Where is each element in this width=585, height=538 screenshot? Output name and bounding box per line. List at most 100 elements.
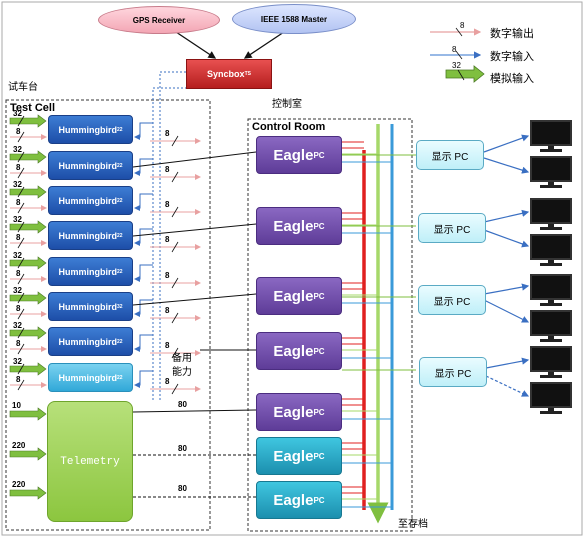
hummingbird-sup: 2 [116,126,120,133]
legend-digital-in: 数字输入 [490,51,534,63]
test-cell-box [5,99,211,531]
bus-width-slash [17,115,25,127]
telemetry-input-arrow [9,486,47,500]
hummingbird-sub: 2 [119,374,123,381]
display-pc: 显示 PC [419,357,487,387]
bus-width-slash [17,292,25,304]
eagle-sup: PC [313,150,325,160]
monitor-icon [530,310,572,342]
bus-width-slash [17,273,25,285]
output-count: 8 [165,165,170,174]
eagle-sup: PC [313,346,325,356]
output-count: 8 [165,235,170,244]
digital-count: 8 [16,127,21,136]
legend-num-digital-in: 8 [452,45,457,54]
output-count: 8 [165,341,170,350]
eagle-name: Eagle [273,342,314,360]
monitor-icon [530,382,572,414]
telemetry-link-count: 80 [178,484,187,493]
bus-width-slash [171,277,179,289]
synchbox-label: Syncbox [207,69,245,79]
digital-count: 8 [16,163,21,172]
analog-count: 32 [13,109,22,118]
gps-receiver: GPS Receiver [98,6,220,34]
bus-width-slash [17,308,25,320]
bus-width-slash [17,363,25,375]
output-count: 8 [165,271,170,280]
hummingbird-sub: 2 [119,232,123,239]
control-room-label: Control Room [252,121,326,133]
bus-width-slash [17,151,25,163]
monitor-icon [530,156,572,188]
display-pc-label: 显示 PC [433,224,471,236]
bus-width-slash [171,383,179,395]
digital-input-feedback [134,370,153,388]
eagle-name: Eagle [273,217,314,235]
eagle-name: Eagle [273,146,314,164]
bus-width-slash [171,241,179,253]
gps-receiver-label: GPS Receiver [132,15,186,25]
synchbox-sup: TS [244,71,251,77]
hummingbird-sub: 2 [119,197,123,204]
bus-width-slash [171,135,179,147]
eagle-sup: PC [313,407,325,417]
telemetry-input-count: 10 [12,401,21,410]
control-room-cn-label: 控制室 [272,99,302,110]
telemetry-input-count: 220 [12,441,26,450]
hummingbird-sup: 2 [116,374,120,381]
hummingbird-sub: 2 [119,338,123,345]
display-pc-label: 显示 PC [431,151,469,163]
digital-count: 8 [16,233,21,242]
eagle-sup: PC [313,495,325,505]
display-pc-label: 显示 PC [434,368,472,380]
eagle-name: Eagle [273,491,314,509]
test-area-label: 试车台 [8,82,38,93]
bus-width-slash [17,343,25,355]
display-pc: 显示 PC [418,285,486,315]
digital-count: 8 [16,269,21,278]
archive-label: 至存档 [398,519,428,530]
telemetry-module: Telemetry [47,401,133,522]
hummingbird-sub: 2 [119,303,123,310]
bus-width-slash [171,312,179,324]
legend-digital-out: 数字输出 [490,28,534,40]
analog-count: 32 [13,321,22,330]
bus-width-slash [17,131,25,143]
telemetry-input-arrow [9,407,47,421]
analog-count: 32 [13,215,22,224]
digital-input-feedback [134,299,153,317]
analog-count: 32 [13,286,22,295]
hummingbird-name: Hummingbird [58,160,117,171]
ieee-1588-master: IEEE 1588 Master [232,4,356,34]
digital-count: 8 [16,375,21,384]
digital-count: 8 [16,339,21,348]
telemetry-label: Telemetry [60,455,120,468]
display-pc-label: 显示 PC [433,296,471,308]
hummingbird-sup: 2 [116,232,120,239]
monitor-icon [530,120,572,152]
digital-input-feedback [134,264,153,282]
test-cell-label: Test Cell [10,102,56,114]
bus-width-slash [17,379,25,391]
monitor-icon [530,198,572,230]
bus-width-slash [17,257,25,269]
output-count: 8 [165,129,170,138]
legend-analog-in: 模拟输入 [490,73,534,85]
bus-width-slash [171,206,179,218]
bus-width-slash [17,221,25,233]
hummingbird-name: Hummingbird [58,266,117,277]
digital-input-feedback [134,334,153,352]
analog-count: 32 [13,180,22,189]
analog-count: 32 [13,251,22,260]
hummingbird-name: Hummingbird [58,301,117,312]
bus-width-slash [17,237,25,249]
bus-width-slash [171,171,179,183]
monitor-icon [530,234,572,266]
